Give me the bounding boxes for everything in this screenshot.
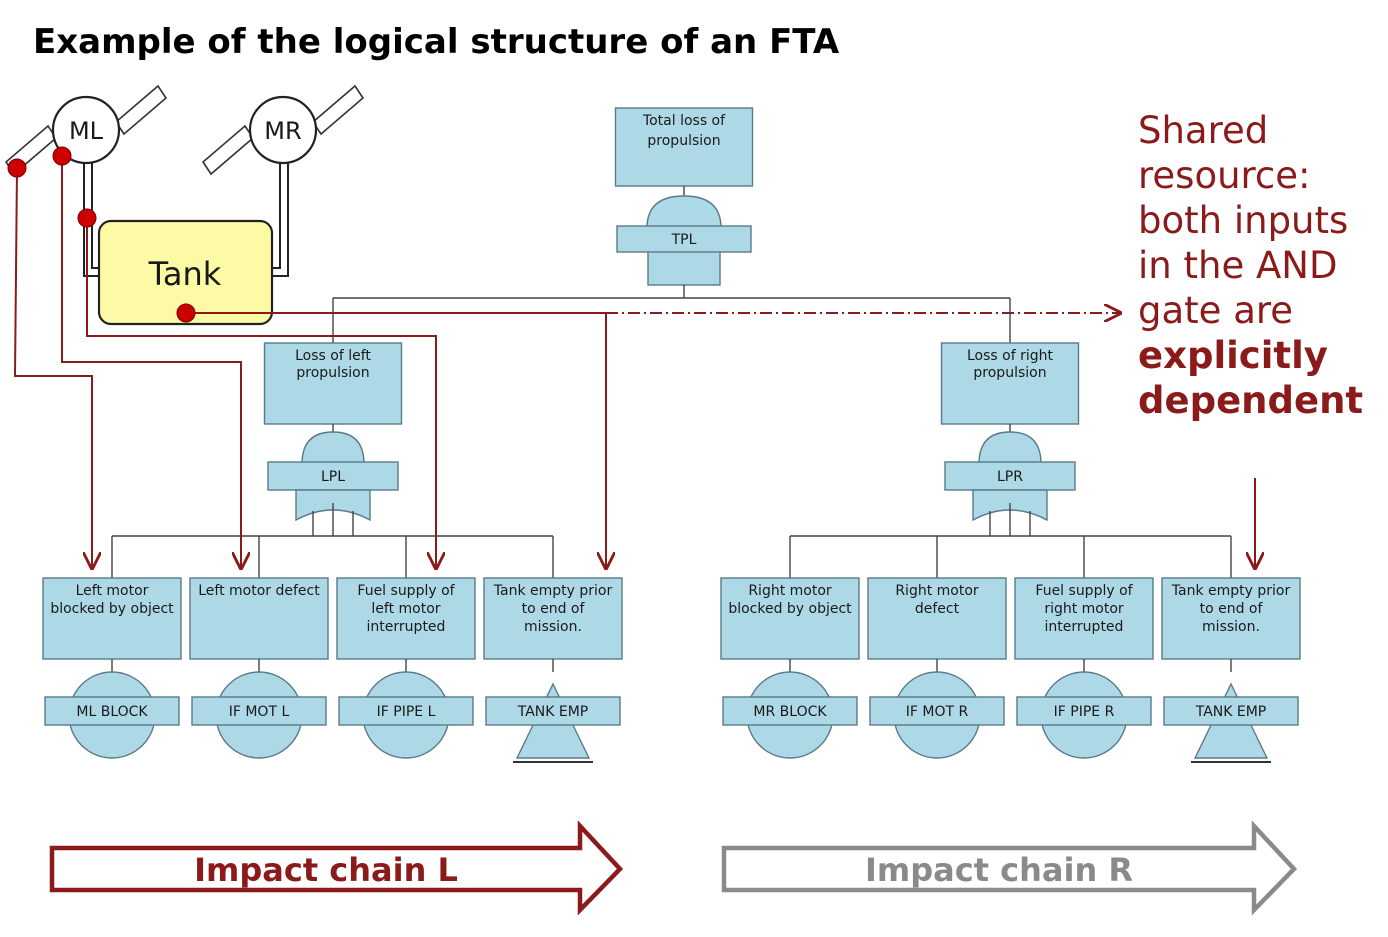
top-event-box bbox=[614, 107, 754, 187]
right-event-box bbox=[940, 342, 1080, 425]
motor-right-propeller-blade bbox=[311, 84, 365, 136]
left-event-label: Left motor bbox=[76, 583, 149, 599]
note-line: both inputs bbox=[1138, 199, 1349, 242]
red-arrow-ml-block bbox=[13, 167, 92, 568]
right-code-label-box bbox=[869, 696, 1005, 726]
right-event-box bbox=[720, 577, 860, 660]
shared-resource-note: Shared resource: both inputs in the AND … bbox=[1138, 108, 1388, 423]
left-event-label: blocked by object bbox=[50, 601, 174, 617]
note-bold-line: dependent bbox=[1138, 379, 1364, 422]
right-event-label: Loss of right bbox=[967, 348, 1054, 364]
left-event-label: propulsion bbox=[296, 365, 369, 381]
left-code-label: IF MOT L bbox=[229, 704, 290, 720]
dependency-dot bbox=[52, 146, 72, 166]
left-event-label: interrupted bbox=[367, 619, 446, 635]
and-gate-top bbox=[646, 195, 722, 229]
tank-label: Tank bbox=[148, 255, 222, 293]
fuel-pipe-right bbox=[272, 162, 281, 269]
dependency-dot bbox=[176, 303, 196, 323]
red-arrow-mot-l bbox=[61, 156, 241, 568]
left-event-box bbox=[263, 342, 403, 425]
right-code-label-box bbox=[722, 696, 858, 726]
left-event-label: Fuel supply of bbox=[357, 583, 455, 599]
fuel-pipe-left bbox=[91, 160, 100, 269]
motor-right-circle bbox=[248, 95, 318, 165]
page-title: Example of the logical structure of an F… bbox=[33, 22, 840, 62]
right-event-label: right motor bbox=[1044, 601, 1124, 617]
left-code-label: ML BLOCK bbox=[76, 704, 148, 720]
gate-label-top-box bbox=[616, 225, 752, 253]
motor-right-label: MR bbox=[264, 117, 301, 145]
fuel-pipe-right bbox=[272, 162, 289, 277]
right-event-label: propulsion bbox=[973, 365, 1046, 381]
fuel-pipe-left bbox=[83, 160, 100, 277]
right-code-label: TANK EMP bbox=[1195, 704, 1267, 720]
motor-left-propeller-blade bbox=[114, 84, 168, 136]
left-event-box bbox=[336, 577, 476, 660]
right-event-and-gate bbox=[978, 431, 1042, 465]
right-code-label: IF MOT R bbox=[906, 704, 969, 720]
left-event-label: to end of bbox=[522, 601, 586, 617]
left-event-gate-label: LPL bbox=[321, 469, 345, 485]
top-event-label: propulsion bbox=[647, 133, 720, 149]
right-event-label: to end of bbox=[1200, 601, 1264, 617]
dependency-dot bbox=[7, 158, 27, 178]
right-event-label: defect bbox=[915, 601, 960, 617]
motor-left-label: ML bbox=[69, 117, 104, 145]
top-event-label: Total loss of bbox=[642, 113, 726, 129]
right-code-label-box bbox=[1163, 696, 1299, 726]
left-code-label-box bbox=[338, 696, 474, 726]
impact-chain-left-label: Impact chain L bbox=[194, 851, 458, 889]
impact-chain-right-arrow bbox=[721, 820, 1298, 916]
tank-box bbox=[97, 219, 274, 326]
right-event-label: Fuel supply of bbox=[1035, 583, 1133, 599]
right-code-label: MR BLOCK bbox=[753, 704, 827, 720]
impact-chain-right-label: Impact chain R bbox=[865, 851, 1133, 889]
left-code-label-box bbox=[485, 696, 621, 726]
note-line: Shared bbox=[1138, 109, 1269, 152]
left-event-box bbox=[189, 577, 329, 660]
right-event-label: blocked by object bbox=[728, 601, 852, 617]
left-event-label: left motor bbox=[371, 601, 440, 617]
motor-left-circle bbox=[51, 95, 121, 165]
physical-system: ML MR Tank bbox=[4, 84, 1255, 568]
right-event-label: Right motor bbox=[895, 583, 979, 599]
right-event-label: interrupted bbox=[1045, 619, 1124, 635]
note-line: in the AND bbox=[1138, 244, 1338, 287]
left-code-label-box bbox=[191, 696, 327, 726]
left-event-and-gate bbox=[301, 431, 365, 465]
left-event-label: Left motor defect bbox=[198, 583, 320, 599]
right-event-label: Right motor bbox=[748, 583, 832, 599]
note-bold-line: explicitly bbox=[1138, 334, 1328, 377]
right-event-gate-label: LPR bbox=[997, 469, 1023, 485]
right-event-box bbox=[1014, 577, 1154, 660]
left-event-box bbox=[42, 577, 182, 660]
right-code-label: IF PIPE R bbox=[1054, 704, 1115, 720]
left-event-label: Loss of left bbox=[295, 348, 371, 364]
left-code-label: IF PIPE L bbox=[377, 704, 436, 720]
gate-base-top bbox=[647, 249, 721, 286]
right-event-label: mission. bbox=[1202, 619, 1260, 635]
gate-label-top: TPL bbox=[671, 232, 697, 248]
left-code-label-box bbox=[44, 696, 180, 726]
impact-chains: Impact chain L Impact chain R bbox=[49, 820, 1298, 916]
motor-right-propeller-blade bbox=[201, 124, 255, 176]
left-event-label: Tank empty prior bbox=[493, 583, 613, 599]
left-code-label: TANK EMP bbox=[517, 704, 589, 720]
note-line: gate are bbox=[1138, 289, 1294, 332]
note-line: resource: bbox=[1138, 154, 1311, 197]
red-arrow-pipe-l bbox=[86, 218, 436, 568]
right-code-label-box bbox=[1016, 696, 1152, 726]
impact-chain-left-arrow bbox=[49, 820, 624, 916]
right-event-label: Tank empty prior bbox=[1171, 583, 1291, 599]
dependency-dot bbox=[77, 208, 97, 228]
left-event-gate-label-box bbox=[267, 461, 399, 491]
left-event-label: mission. bbox=[524, 619, 582, 635]
